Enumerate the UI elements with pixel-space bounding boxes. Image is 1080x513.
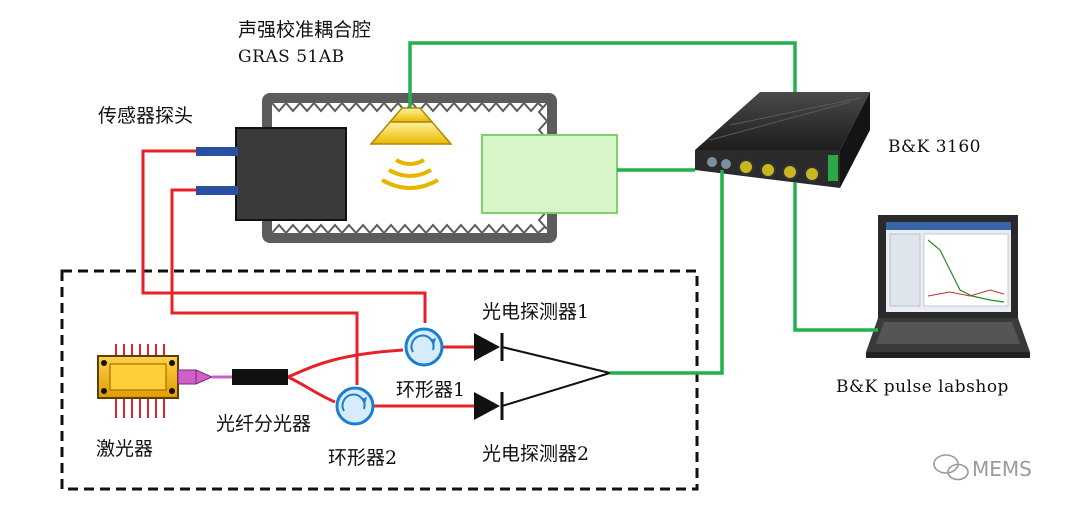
photodetector-2-icon	[474, 392, 504, 420]
detector-output-lines	[501, 346, 611, 407]
splitter-label: 光纤分光器	[216, 413, 311, 435]
coupler-label-en: GRAS 51AB	[238, 47, 345, 67]
fiber-connector-top	[196, 147, 238, 156]
input-connectors	[707, 157, 820, 182]
fiber-splitter	[232, 369, 288, 385]
analyzer-label: B&K 3160	[888, 137, 981, 157]
detector-2-label: 光电探测器2	[482, 443, 589, 465]
coupler-label-cn: 声强校准耦合腔	[238, 19, 371, 41]
circulator-1-icon	[404, 327, 444, 367]
software-label: B&K pulse labshop	[836, 377, 1009, 397]
optical-unit-frame	[60, 269, 699, 491]
laser-label: 激光器	[96, 438, 153, 460]
reference-microphone-box	[481, 134, 618, 214]
bk3160-analyzer	[695, 92, 870, 188]
sensor-probe	[196, 127, 347, 221]
probe-label: 传感器探头	[98, 105, 193, 127]
signal-cables	[408, 41, 878, 375]
laptop-icon	[866, 215, 1030, 358]
photodetector-1-icon	[474, 333, 504, 361]
fiber-connector-bottom	[196, 186, 238, 195]
circulator-2-icon	[335, 386, 375, 426]
watermark: MEMS	[933, 454, 1032, 481]
optical-fibers	[141, 149, 474, 408]
wechat-icon	[933, 454, 969, 481]
circulator-2-label: 环形器2	[328, 447, 397, 469]
circulator-1-label: 环形器1	[396, 379, 465, 401]
watermark-text: MEMS	[972, 457, 1032, 481]
detector-1-label: 光电探测器1	[482, 301, 589, 323]
laser-icon	[97, 344, 232, 418]
speaker-icon	[369, 107, 453, 190]
